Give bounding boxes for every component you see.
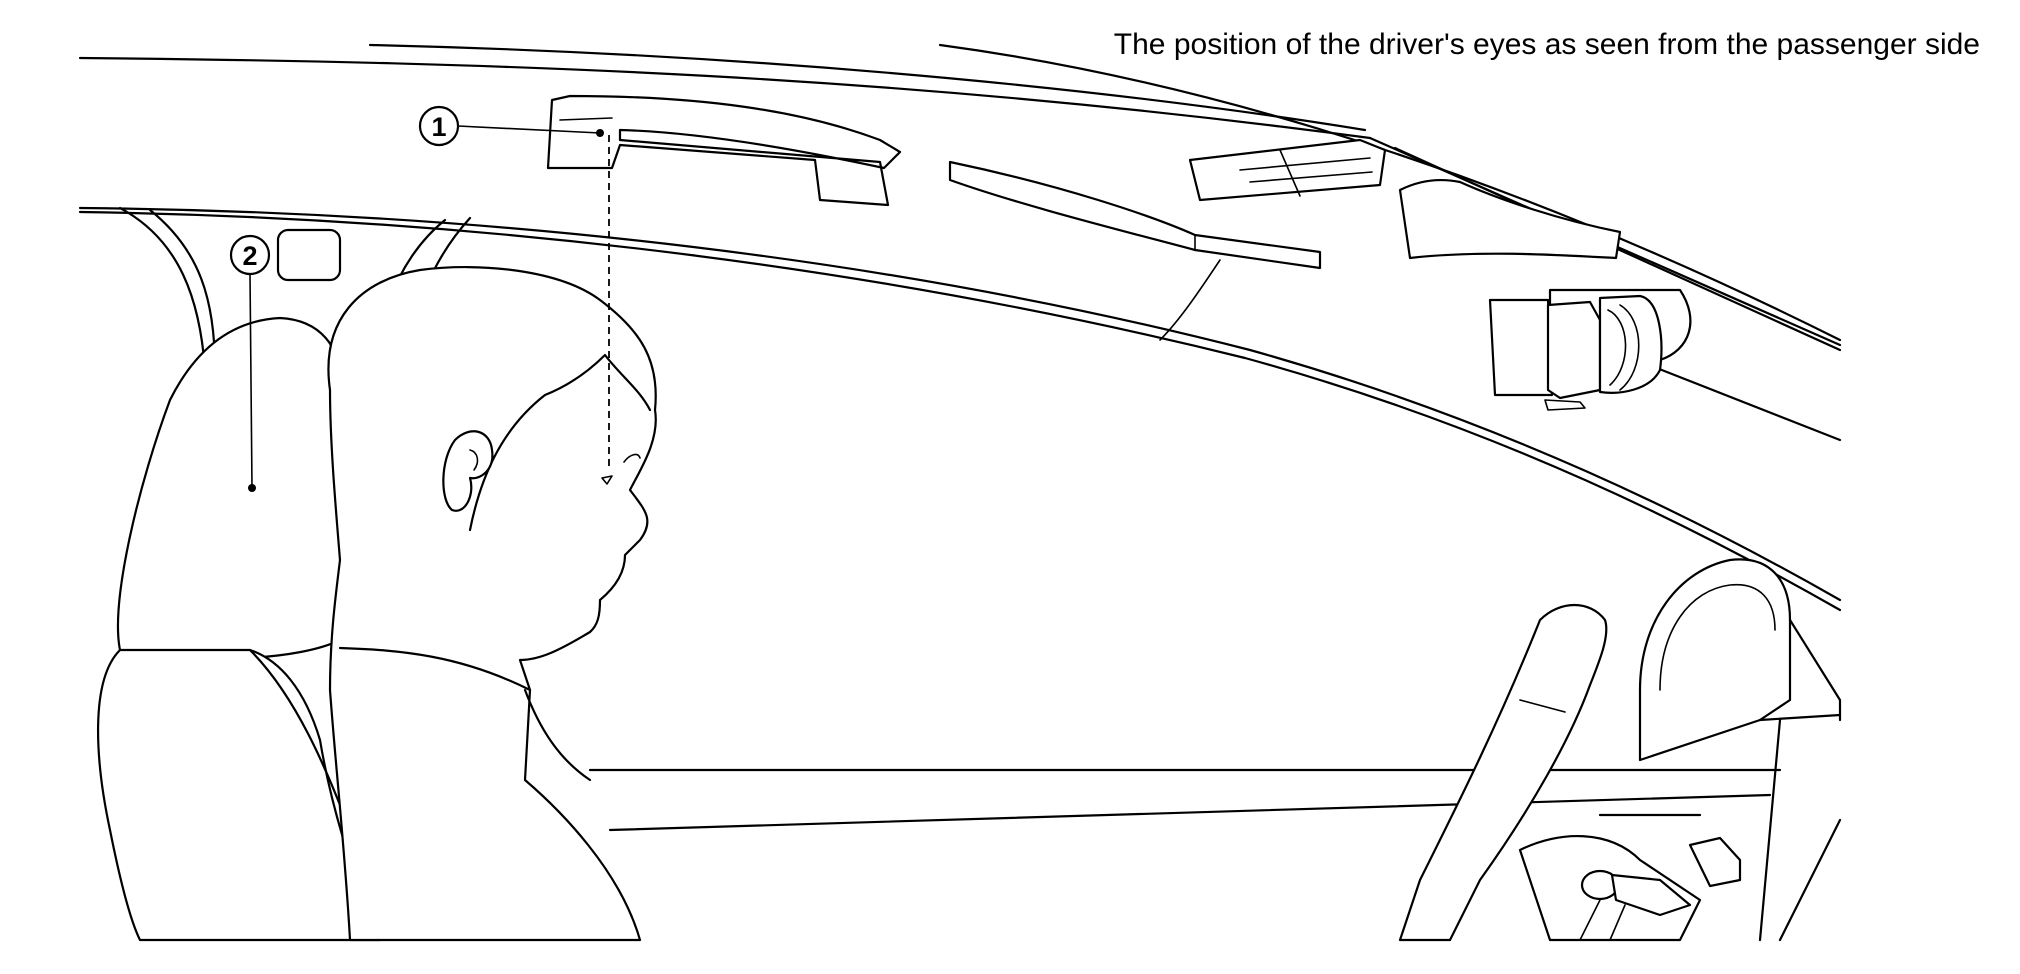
dashboard: [1638, 558, 1842, 942]
callout-2-number: 2: [242, 241, 257, 271]
rear-view-mirror: [1398, 179, 1692, 411]
steering-column-controls: [1518, 835, 1742, 942]
callout-1: 1: [418, 105, 610, 470]
callout-1-number: 1: [431, 112, 446, 142]
diagram-caption: The position of the driver's eyes as see…: [1113, 28, 1980, 61]
headrest: [116, 316, 349, 660]
callout-2: 2: [229, 234, 271, 492]
overhead-console: [546, 94, 902, 207]
driver-figure: [327, 266, 657, 942]
seat-back: [97, 648, 382, 942]
steering-wheel: [1398, 603, 1608, 942]
door-window-line: [588, 768, 1782, 832]
sun-visor-trim: [948, 138, 1387, 341]
